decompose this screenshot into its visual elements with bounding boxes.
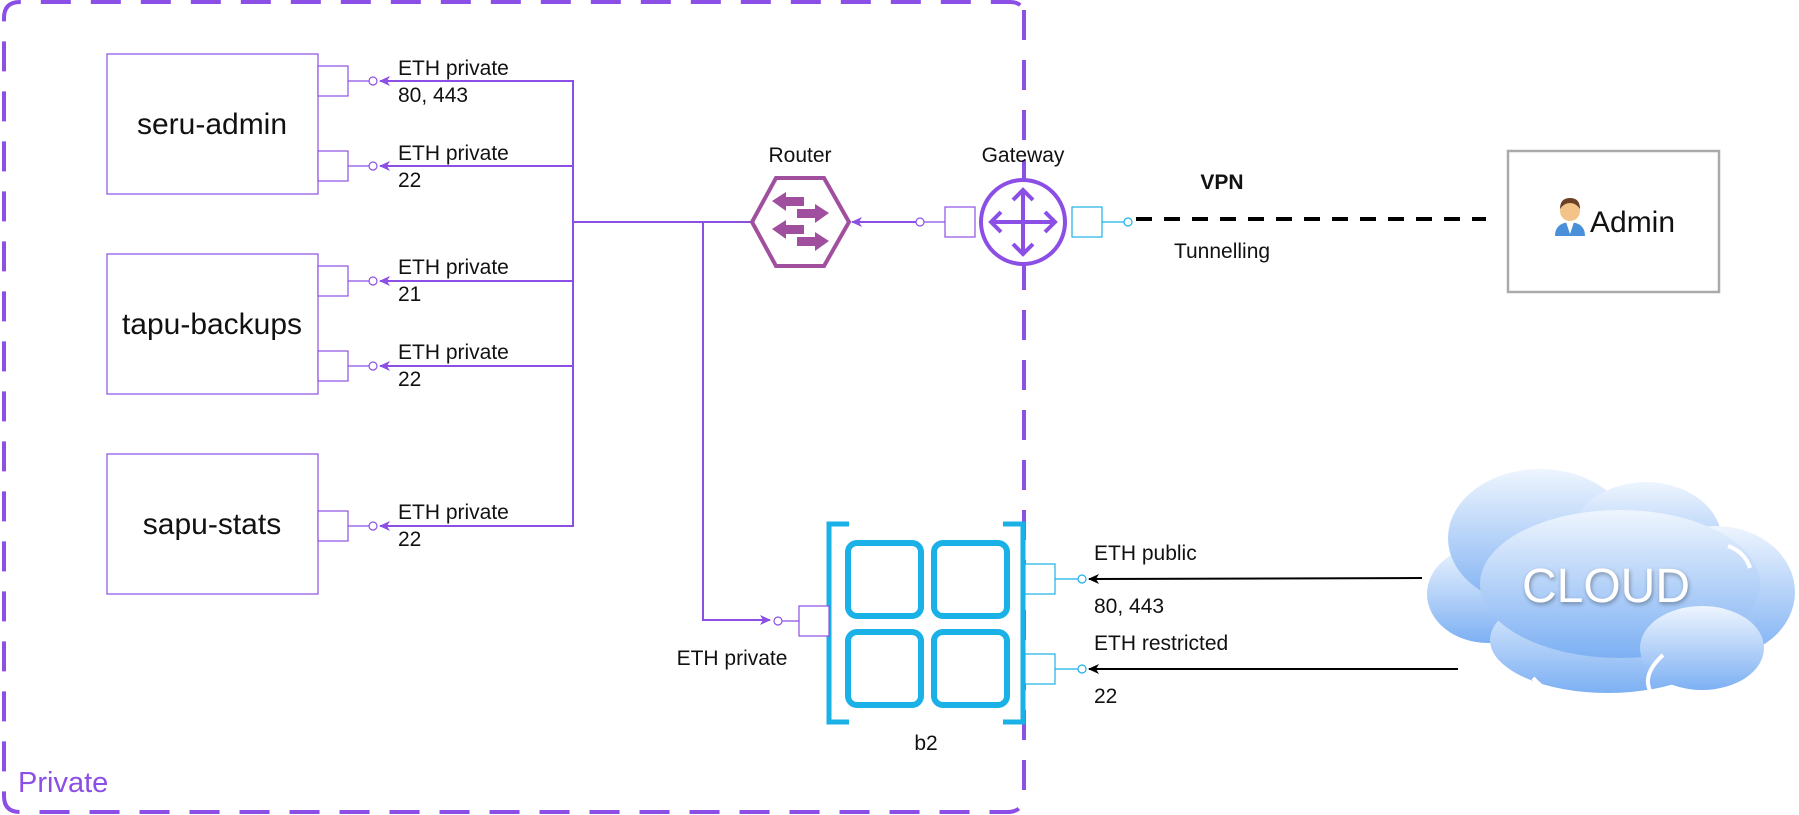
- link-arrow: [1088, 573, 1423, 584]
- port-connector: [1077, 664, 1087, 674]
- port-connector: [368, 76, 378, 86]
- link-label: ETH private 22: [398, 341, 509, 391]
- port-connector: [1077, 574, 1087, 584]
- link-seru-admin-ssh: [317, 150, 573, 182]
- port-connector: [368, 361, 378, 371]
- port: [1071, 206, 1103, 238]
- svg-text:22: 22: [398, 169, 421, 192]
- server-label: seru-admin: [137, 108, 287, 141]
- admin-label: Admin: [1590, 206, 1675, 239]
- storage-b2[interactable]: b2 ETH private: [677, 521, 1087, 755]
- cloud-creases: [1531, 544, 1752, 699]
- link-tapu-backups-ftp: [317, 265, 573, 297]
- vpn-title: VPN: [1200, 171, 1243, 194]
- port-connector: [915, 217, 925, 227]
- port: [1024, 653, 1056, 685]
- router-arrows-icon: [772, 192, 829, 251]
- server-sapu-stats[interactable]: sapu-stats: [106, 453, 319, 595]
- svg-text:80, 443: 80, 443: [398, 84, 468, 107]
- link-label: ETH private 80, 443: [398, 57, 509, 107]
- link-label: ETH private 22: [398, 501, 509, 551]
- svg-text:ETH private: ETH private: [398, 501, 509, 524]
- vpn-subtitle: Tunnelling: [1174, 240, 1270, 263]
- admin-node[interactable]: Admin: [1506, 149, 1721, 294]
- router-icon: [749, 176, 852, 268]
- router[interactable]: Router: [749, 144, 852, 268]
- link-gateway-router: [851, 206, 976, 238]
- port: [317, 150, 349, 182]
- grid-icon: [826, 521, 1026, 725]
- link-seru-admin-web: [317, 65, 573, 97]
- port-connector: [368, 276, 378, 286]
- gateway[interactable]: Gateway: [979, 144, 1133, 266]
- server-seru-admin[interactable]: seru-admin: [106, 53, 319, 195]
- port: [317, 350, 349, 382]
- link-tapu-backups-ssh: [317, 350, 573, 382]
- private-zone-border: [2, 0, 1026, 814]
- svg-text:ETH restricted: ETH restricted: [1094, 632, 1228, 655]
- port: [317, 265, 349, 297]
- svg-text:ETH public: ETH public: [1094, 542, 1197, 565]
- link-cloud-public: ETH public 80, 443: [1088, 542, 1423, 618]
- gateway-label: Gateway: [982, 144, 1065, 167]
- svg-text:80, 443: 80, 443: [1094, 595, 1164, 618]
- svg-text:22: 22: [398, 528, 421, 551]
- svg-text:ETH private: ETH private: [398, 341, 509, 364]
- svg-text:21: 21: [398, 283, 421, 306]
- man-office-worker-icon: [1555, 198, 1585, 236]
- svg-text:ETH private: ETH private: [398, 142, 509, 165]
- private-trunk: [572, 80, 771, 625]
- port-connector: [368, 521, 378, 531]
- server-label: tapu-backups: [122, 308, 302, 341]
- private-zone-label: Private: [18, 767, 108, 799]
- link-label: ETH private 21: [398, 256, 509, 306]
- port: [798, 605, 830, 637]
- server-label: sapu-stats: [143, 508, 281, 541]
- link-cloud-restricted: ETH restricted 22: [1088, 632, 1458, 708]
- svg-text:22: 22: [1094, 685, 1117, 708]
- private-zone: Private: [2, 0, 1026, 814]
- port-connector: [368, 161, 378, 171]
- svg-text:ETH private: ETH private: [398, 57, 509, 80]
- cloud-label: CLOUD: [1522, 560, 1690, 613]
- port: [317, 510, 349, 542]
- port: [1024, 563, 1056, 595]
- storage-label: b2: [914, 732, 937, 755]
- port-connector: [1123, 217, 1133, 227]
- link-sapu-stats-ssh: [317, 510, 573, 542]
- vpn-tunnel: VPN Tunnelling: [1136, 171, 1486, 263]
- port: [317, 65, 349, 97]
- storage-private-link: ETH private: [677, 647, 788, 670]
- svg-text:22: 22: [398, 368, 421, 391]
- port: [944, 206, 976, 238]
- svg-text:ETH private: ETH private: [398, 256, 509, 279]
- cloud[interactable]: CLOUD: [1427, 469, 1795, 699]
- server-tapu-backups[interactable]: tapu-backups: [106, 253, 319, 395]
- port-connector: [773, 616, 783, 626]
- router-label: Router: [768, 144, 831, 167]
- move-arrows-icon: [988, 187, 1058, 257]
- link-label: ETH private 22: [398, 142, 509, 192]
- cloud-icon: [1427, 469, 1795, 693]
